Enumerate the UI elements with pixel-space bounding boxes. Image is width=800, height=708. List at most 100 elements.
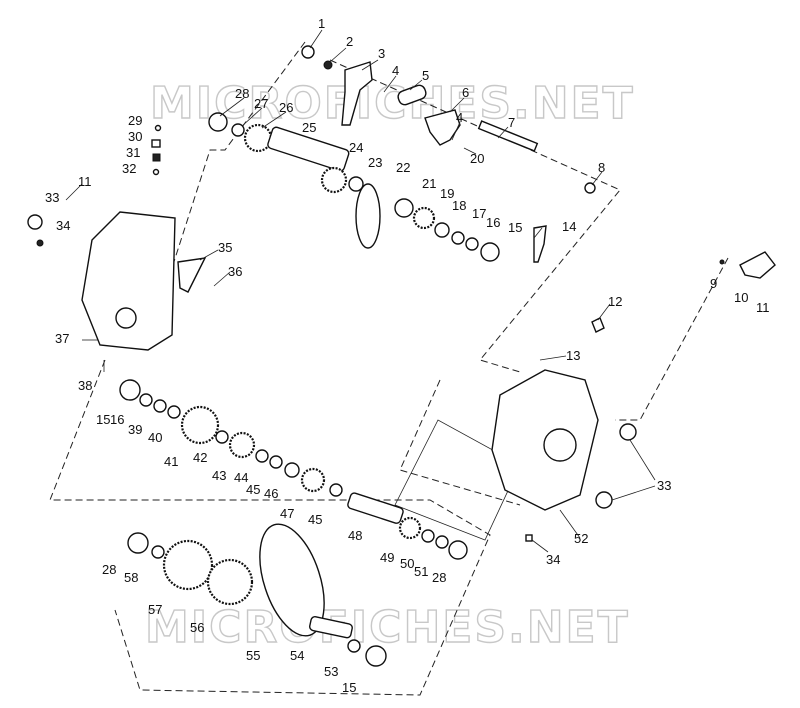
part-46-ring <box>284 462 300 478</box>
callout-20: 20 <box>470 151 484 166</box>
part-22-chain <box>355 183 381 249</box>
callout-18: 18 <box>452 198 466 213</box>
callout-53: 53 <box>324 664 338 679</box>
assembly-line-upper <box>159 41 621 373</box>
callout-58: 58 <box>124 570 138 585</box>
part-55-chain <box>259 523 325 637</box>
part-49-gear <box>398 516 422 540</box>
callout-56: 56 <box>190 620 204 635</box>
callout-35: 35 <box>218 240 232 255</box>
part-1-nut <box>301 45 315 59</box>
callout-3: 3 <box>378 46 385 61</box>
part-42-ring <box>215 430 229 444</box>
part-45-ring-2 <box>329 483 343 497</box>
part-12-nut <box>591 317 605 333</box>
callout-29: 29 <box>128 113 142 128</box>
part-44-ring <box>255 449 269 463</box>
part-32-detent <box>152 168 160 176</box>
callout-45-b: 45 <box>308 512 322 527</box>
callout-labels: 1 2 3 4 5 6 4 7 20 8 28 27 26 25 24 23 2… <box>45 16 770 695</box>
callout-4: 4 <box>392 63 399 78</box>
part-10-cover <box>739 251 776 279</box>
callout-32: 32 <box>122 161 136 176</box>
part-41-gear <box>180 405 220 445</box>
callout-50: 50 <box>400 556 414 571</box>
part-33-seal-upper <box>619 423 637 441</box>
part-9-bolt <box>719 259 725 265</box>
callout-37: 37 <box>55 331 69 346</box>
part-5-sleeve <box>397 84 427 106</box>
part-16-ring <box>465 237 479 251</box>
callout-48: 48 <box>348 528 362 543</box>
callout-15: 15 <box>508 220 522 235</box>
part-45-ring <box>269 455 283 469</box>
callout-12: 12 <box>608 294 622 309</box>
callout-31: 31 <box>126 145 140 160</box>
part-28-bearing-lower <box>448 540 468 560</box>
part-16-ring-lower <box>139 393 153 407</box>
callout-15-b: 15 <box>96 412 110 427</box>
callout-57: 57 <box>148 602 162 617</box>
leader-lines <box>65 29 656 553</box>
part-40-ring <box>167 405 181 419</box>
part-47-gear <box>300 467 326 493</box>
callout-15-c: 15 <box>342 680 356 695</box>
part-28-washer <box>208 112 228 132</box>
callout-51: 51 <box>414 564 428 579</box>
part-58-ring <box>151 545 165 559</box>
part-28-bearing-bottom <box>127 532 149 554</box>
callout-1: 1 <box>318 16 325 31</box>
callout-40: 40 <box>148 430 162 445</box>
part-26-sprocket <box>243 123 273 153</box>
part-15-bearing <box>480 242 500 262</box>
part-2-bearing <box>323 60 333 70</box>
callout-27: 27 <box>254 96 268 111</box>
callout-28: 28 <box>235 86 249 101</box>
callout-47: 47 <box>280 506 294 521</box>
part-17-ring <box>451 231 465 245</box>
callout-19: 19 <box>440 186 454 201</box>
callout-26: 26 <box>279 100 293 115</box>
part-33-seal-lower <box>595 491 613 509</box>
part-56-gear <box>206 558 254 606</box>
callout-14: 14 <box>562 219 576 234</box>
part-48-shaft <box>347 492 404 524</box>
assembly-line-right <box>399 257 729 506</box>
callout-36: 36 <box>228 264 242 279</box>
part-50-ring <box>421 529 435 543</box>
part-37-left-case-hub <box>115 307 137 329</box>
callout-54: 54 <box>290 648 304 663</box>
callout-9: 9 <box>710 276 717 291</box>
callout-43: 43 <box>212 468 226 483</box>
part-24-gear <box>320 166 348 194</box>
watermark-bottom: MICROFICHES.NET <box>145 602 630 653</box>
assembly-line-lower <box>49 359 491 696</box>
callout-11: 11 <box>78 174 92 189</box>
callout-55: 55 <box>246 648 260 663</box>
part-57-gear <box>162 539 214 591</box>
part-14-dipstick <box>533 225 547 263</box>
part-18-ring <box>434 222 450 238</box>
callout-34: 34 <box>56 218 70 233</box>
part-31-ball <box>152 153 161 162</box>
callout-21: 21 <box>422 176 436 191</box>
part-25-shaft <box>267 126 350 172</box>
part-52-right-case-hub <box>543 428 577 462</box>
part-51-ring <box>435 535 449 549</box>
part-33-seal <box>27 214 43 230</box>
callout-41: 41 <box>164 454 178 469</box>
callout-38: 38 <box>78 378 92 393</box>
callout-42: 42 <box>193 450 207 465</box>
callout-34-b: 34 <box>546 552 560 567</box>
part-30-spring <box>151 139 161 148</box>
callout-16-b: 16 <box>110 412 124 427</box>
callout-33: 33 <box>45 190 59 205</box>
callout-52: 52 <box>574 531 588 546</box>
callout-44: 44 <box>234 470 248 485</box>
callout-11-b: 11 <box>756 300 770 315</box>
part-21-bearing <box>394 198 414 218</box>
callout-8: 8 <box>598 160 605 175</box>
part-8-nut <box>584 182 596 194</box>
